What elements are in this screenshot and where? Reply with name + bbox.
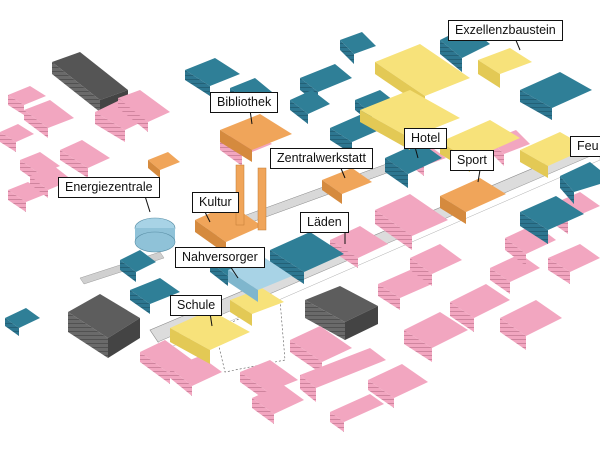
label-hotel: Hotel [404, 128, 448, 149]
label-exzellenzbaustein: Exzellenzbaustein [448, 20, 563, 41]
label-energiezentrale: Energiezentrale [58, 177, 160, 198]
label-laeden: Läden [300, 212, 349, 233]
label-kultur: Kultur [192, 192, 239, 213]
label-zentralwerkstatt: Zentralwerkstatt [270, 148, 373, 169]
cultural-buildings [148, 114, 506, 254]
label-feuerwehr: Feu [570, 136, 600, 157]
education-buildings [170, 44, 588, 364]
label-bibliothek: Bibliothek [210, 92, 279, 113]
label-sport: Sport [450, 150, 494, 171]
label-nahversorger: Nahversorger [175, 247, 265, 268]
label-schule: Schule [170, 295, 223, 316]
